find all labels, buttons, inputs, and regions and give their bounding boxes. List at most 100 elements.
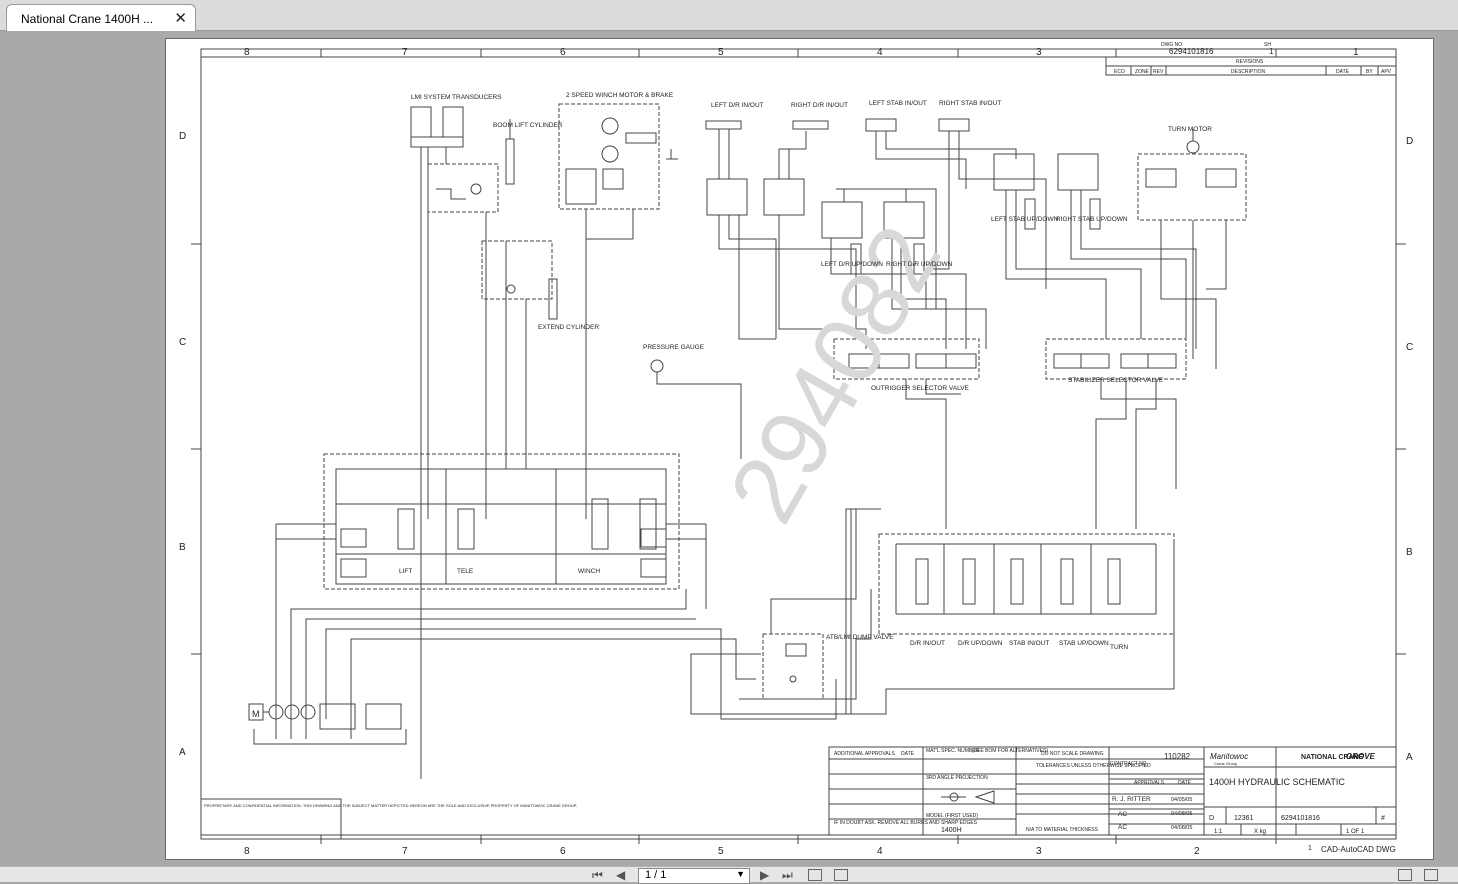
bank-stab-updown-label: STAB UP/DOWN <box>1059 640 1109 647</box>
national-crane-logo: NATIONAL CRANE <box>1301 754 1364 761</box>
stabilizer-valve-label: STABILIZER SELECTOR VALVE <box>1068 377 1164 384</box>
bank-stab-inout-label: STAB IN/OUT <box>1009 640 1049 647</box>
do-not-scale: DO NOT SCALE DRAWING <box>1041 751 1104 757</box>
dwg-no-label: DWG NO <box>1161 42 1182 48</box>
rev-col-zone: ZONE <box>1135 69 1150 75</box>
chevron-down-icon: ▼ <box>736 869 745 879</box>
bank-dr-inout-label: D/R IN/OUT <box>910 640 945 647</box>
approvals-date-label: DATE <box>901 751 915 757</box>
fit-page-icon[interactable] <box>808 869 822 881</box>
winch-section-label: WINCH <box>578 568 600 575</box>
first-page-icon[interactable]: ⏮ <box>592 868 603 882</box>
col-label-8: 8 <box>244 47 250 58</box>
rev-col-apv: APV <box>1381 69 1392 75</box>
drawn-date: 04/05/05 <box>1171 797 1192 803</box>
boom-lift-label: BOOM LIFT CYLINDER <box>493 122 563 129</box>
turn-motor-label: TURN MOTOR <box>1168 126 1212 133</box>
pressure-gauge-label: PRESSURE GAUGE <box>643 344 705 351</box>
cad-format: CAD-AutoCAD DWG <box>1321 845 1396 854</box>
col-label-3-bottom: 3 <box>1036 846 1042 857</box>
right-stab-inout-label: RIGHT STAB IN/OUT <box>939 100 1001 107</box>
atb-dump-valve-label: ATB/LMI DUMP VALVE <box>826 634 894 641</box>
navigation-bar: ⏮ ◀ 1 / 1 ▼ ▶ ⏭ <box>0 866 1458 884</box>
fit-width-icon[interactable] <box>834 869 848 881</box>
last-page-icon[interactable]: ⏭ <box>782 868 793 882</box>
document-tab[interactable]: National Crane 1400H ... ✕ <box>6 4 196 31</box>
rev-value: # <box>1381 815 1385 822</box>
dwg-number: 6294101816 <box>1281 815 1320 822</box>
tab-bar: National Crane 1400H ... ✕ <box>0 0 1458 31</box>
scale-value: 1:1 <box>1214 829 1223 835</box>
left-stab-updown-label: LEFT STAB UP/DOWN <box>991 216 1059 223</box>
tele-section-label: TELE <box>457 568 474 575</box>
tolerances-label: TOLERANCES UNLESS OTHERWISE SPECIFIED <box>1036 763 1151 769</box>
rev-col-rev: REV <box>1153 69 1164 75</box>
col-label-5-bottom: 5 <box>718 846 724 857</box>
row-label-d-right: D <box>1406 136 1413 147</box>
drawing-title: 1400H HYDRAULIC SCHEMATIC <box>1209 777 1345 787</box>
bank-dr-updown-label: D/R UP/DOWN <box>958 640 1003 647</box>
right-dr-updown-label: RIGHT D/R UP/DOWN <box>886 261 953 268</box>
rev-col-date: DATE <box>1336 69 1350 75</box>
hydraulic-schematic: 294082 8 7 6 5 4 3 1 8 7 6 5 4 3 2 D C B <box>179 42 1413 857</box>
row-label-c-right: C <box>1406 342 1413 353</box>
contract-label: CONTRACT NO. <box>1110 761 1148 767</box>
sheet-top: 1 <box>1269 47 1274 56</box>
document-viewer[interactable]: 294082 8 7 6 5 4 3 1 8 7 6 5 4 3 2 D C B <box>0 31 1458 866</box>
cage-code: 12361 <box>1234 815 1254 822</box>
row-label-b-right: B <box>1406 547 1413 558</box>
projection-label: 3RD ANGLE PROJECTION <box>926 775 988 781</box>
next-page-icon[interactable]: ▶ <box>760 868 770 882</box>
model-label: MODEL (FIRST USED) <box>926 813 978 819</box>
weight-value: X kg <box>1254 829 1266 835</box>
rev-col-eco: ECO <box>1114 69 1125 75</box>
title-block <box>828 746 1397 836</box>
col-label-6-bottom: 6 <box>560 846 566 857</box>
checked-by: AC <box>1118 811 1127 818</box>
col-label-4-bottom: 4 <box>877 846 883 857</box>
row-label-c: C <box>179 337 186 348</box>
col-label-3: 3 <box>1036 47 1042 58</box>
lift-section-label: LIFT <box>399 568 412 575</box>
row-label-a: A <box>179 747 186 758</box>
rev-col-by: BY <box>1366 69 1373 75</box>
grove-logo: GROVE <box>1346 752 1376 761</box>
motor-symbol: M <box>252 709 260 719</box>
sheet-number: 1 <box>1308 845 1312 852</box>
extend-cylinder-label: EXTEND CYLINDER <box>538 324 599 331</box>
continuous-view-icon[interactable] <box>1424 869 1438 881</box>
col-label-7: 7 <box>402 47 408 58</box>
rev-col-description: DESCRIPTION <box>1231 69 1266 75</box>
col-label-5: 5 <box>718 47 724 58</box>
sheet-value: 1 OF 1 <box>1346 829 1365 835</box>
dwg-no-top: 6294101816 <box>1169 47 1214 56</box>
drawn-by: R. J. RITTER <box>1112 796 1151 803</box>
page-number-value: 1 / 1 <box>645 869 667 881</box>
col-label-6: 6 <box>560 47 566 58</box>
col-label-2-bottom: 2 <box>1194 846 1200 857</box>
doubt-note: IF IN DOUBT ASK. REMOVE ALL BURRS AND SH… <box>834 820 978 826</box>
col-label-8-bottom: 8 <box>244 846 250 857</box>
manitowoc-logo: Manitowoc <box>1210 752 1248 761</box>
approvals-date-header: DATE <box>1178 780 1192 786</box>
close-icon[interactable]: ✕ <box>174 10 187 27</box>
approved-by: AC <box>1118 824 1127 831</box>
checked-date: 04/08/05 <box>1171 811 1192 817</box>
approvals-label: APPROVALS <box>1134 780 1165 786</box>
page-select[interactable]: 1 / 1 ▼ <box>638 868 750 884</box>
winch-label: 2 SPEED WINCH MOTOR & BRAKE <box>566 92 674 99</box>
left-dr-inout-label: LEFT D/R IN/OUT <box>711 102 764 109</box>
main-valve-bank <box>323 453 680 590</box>
manitowoc-sub: Crane Group <box>1214 761 1238 766</box>
approved-date: 04/08/05 <box>1171 825 1192 831</box>
row-label-d: D <box>179 131 186 142</box>
sh-label: SH <box>1264 42 1271 48</box>
see-bom-label: (SEE BOM FOR ALTERNATIVES) <box>972 748 1048 754</box>
prev-page-icon[interactable]: ◀ <box>616 868 626 882</box>
watermark: 294082 <box>709 209 962 540</box>
single-page-view-icon[interactable] <box>1398 869 1412 881</box>
left-dr-updown-label: LEFT D/R UP/DOWN <box>821 261 883 268</box>
col-label-4: 4 <box>877 47 883 58</box>
additional-approvals: ADDITIONAL APPROVALS <box>834 751 896 757</box>
tab-title: National Crane 1400H ... <box>21 12 154 26</box>
